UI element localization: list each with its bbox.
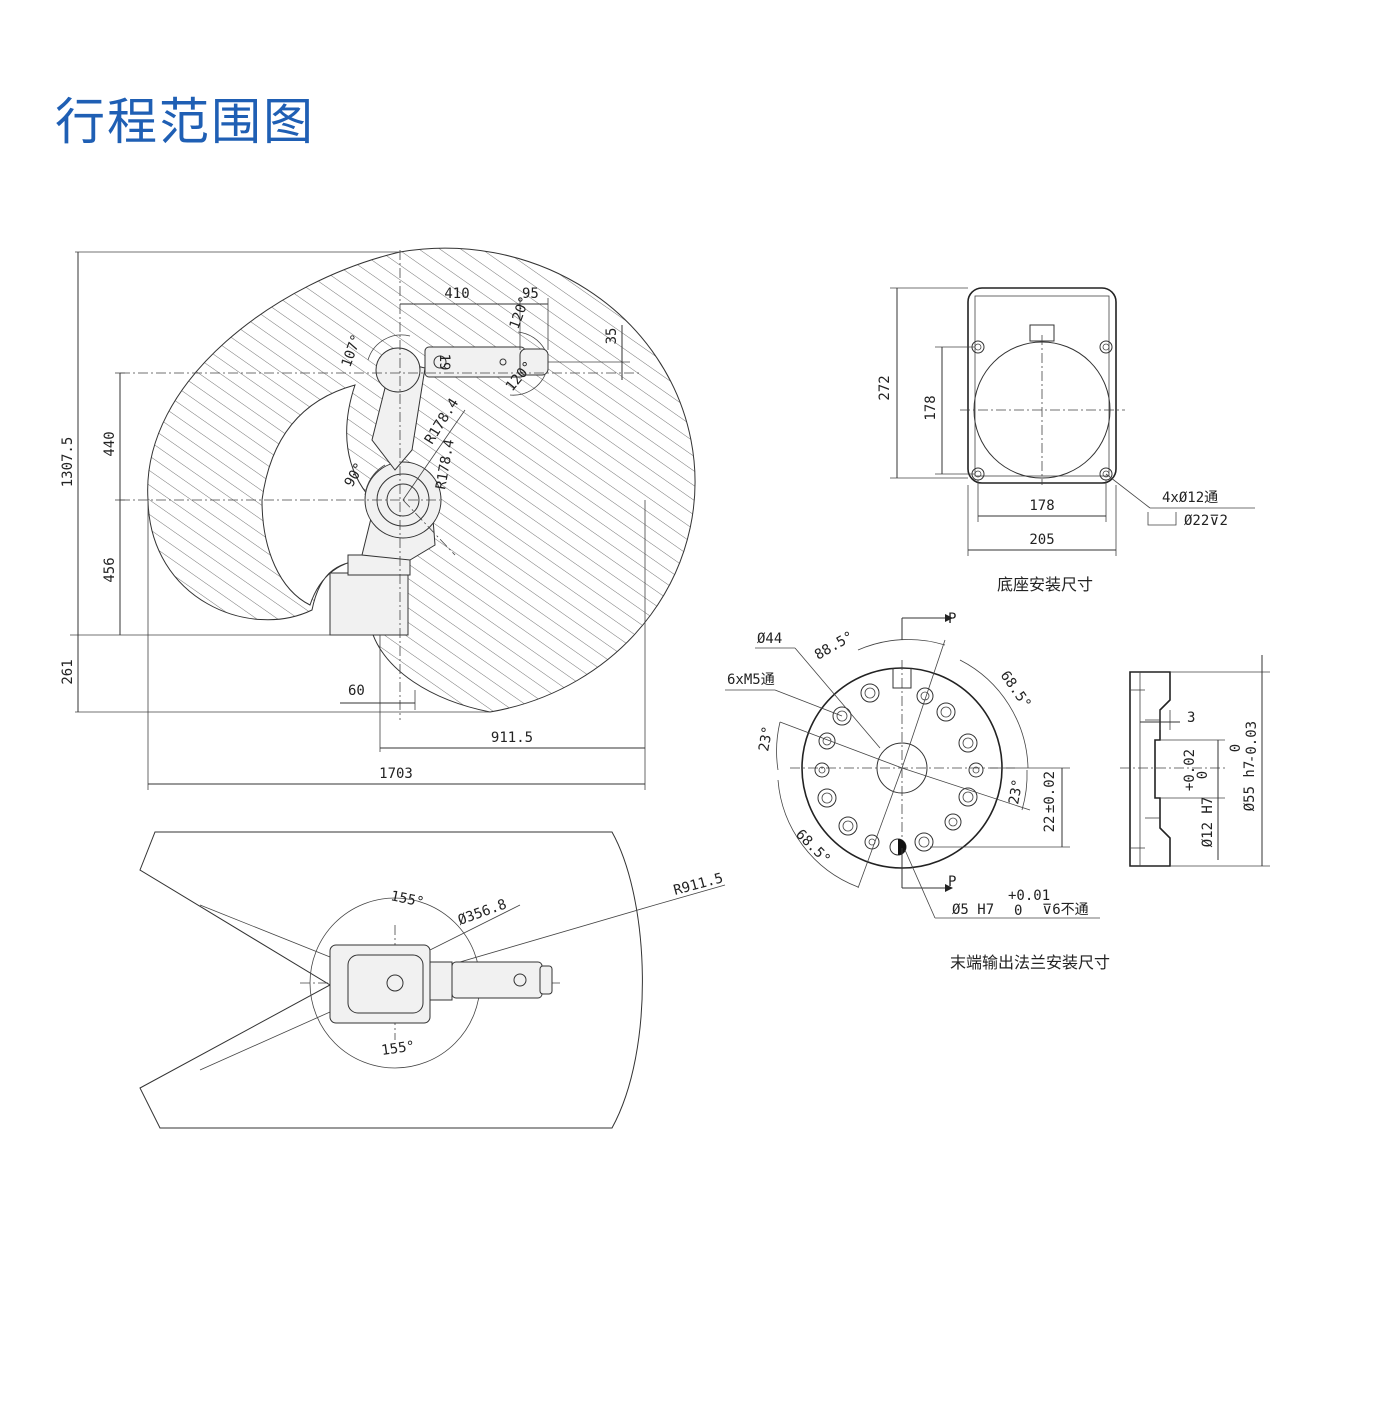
dim-261: 261: [60, 659, 76, 684]
depth-6: ⊽6不通: [1042, 902, 1089, 918]
base-caption: 底座安装尺寸: [997, 575, 1093, 594]
tol-12-upper: +0.02: [1182, 749, 1198, 791]
section-outline: [1129, 671, 1171, 867]
p-label-top: P: [948, 611, 956, 627]
tol-55-lower: -0.03: [1244, 721, 1260, 763]
dim-95: 95: [522, 286, 539, 302]
tol-22: ±0.02: [1042, 771, 1058, 813]
tol-55-upper: 0: [1228, 744, 1244, 752]
phi-55-h7: Ø55 h7: [1242, 761, 1258, 812]
angle-155b: 155°: [380, 1038, 416, 1059]
dim-60: 60: [348, 683, 365, 699]
angle-68-5b: 68.5°: [792, 827, 833, 868]
top-envelope: [139, 831, 643, 1129]
top-view: 155° 155° Ø356.8 R911.5: [139, 831, 726, 1129]
angle-23a: 23°: [756, 725, 776, 753]
p-label-bottom: P: [948, 874, 956, 890]
tol-12-lower: 0: [1195, 771, 1211, 779]
dim-410: 410: [444, 286, 469, 302]
flange-view: P P Ø44 88.5° 68.5° 6xM5通 23° 23° 68.5° …: [725, 611, 1110, 972]
dim-456: 456: [102, 557, 118, 582]
dim-3: 3: [1187, 710, 1195, 726]
angle-23b: 23°: [1006, 778, 1026, 806]
tol-5-lower: 0: [1014, 903, 1022, 919]
dim-1307-5: 1307.5: [60, 437, 76, 488]
angle-88-5: 88.5°: [812, 629, 857, 664]
flange-section: 3 Ø12 H7 +0.02 0 Ø55 h7 0 -0.03: [1120, 655, 1270, 867]
dim-178h: 178: [1029, 498, 1054, 514]
phi-5-h7: Ø5 H7: [952, 902, 994, 918]
dim-178v: 178: [923, 395, 939, 420]
dim-22: 22: [1042, 816, 1058, 833]
page-title: 行程范围图: [55, 93, 315, 151]
phi-44: Ø44: [757, 631, 782, 647]
m5-label: 6xM5通: [727, 672, 775, 688]
tol-5-upper: +0.01: [1008, 888, 1050, 904]
radius-911-5: R911.5: [672, 870, 725, 899]
dim-19: 19: [436, 354, 452, 371]
top-forearm: [451, 961, 543, 999]
side-view: 1307.5 440 456 261 60 911.5 1703 410 95 …: [60, 247, 696, 790]
holes-label: 4xØ12通: [1162, 490, 1218, 506]
dim-911-5: 911.5: [491, 730, 533, 746]
dim-1703: 1703: [379, 766, 413, 782]
dim-440: 440: [102, 431, 118, 456]
counterbore-label: Ø22⊽2: [1184, 513, 1228, 529]
angle-68-5a: 68.5°: [997, 668, 1034, 712]
robot-base: [329, 572, 409, 636]
flange-caption: 末端输出法兰安装尺寸: [950, 953, 1110, 972]
angle-155a: 155°: [389, 888, 425, 911]
dim-35: 35: [604, 328, 620, 345]
dim-205: 205: [1029, 532, 1054, 548]
dim-272: 272: [877, 375, 893, 400]
phi-12-h7: Ø12 H7: [1200, 797, 1216, 848]
base-view: 272 178 178 205 4xØ12通 Ø22⊽2 底座安装尺寸: [877, 287, 1255, 594]
